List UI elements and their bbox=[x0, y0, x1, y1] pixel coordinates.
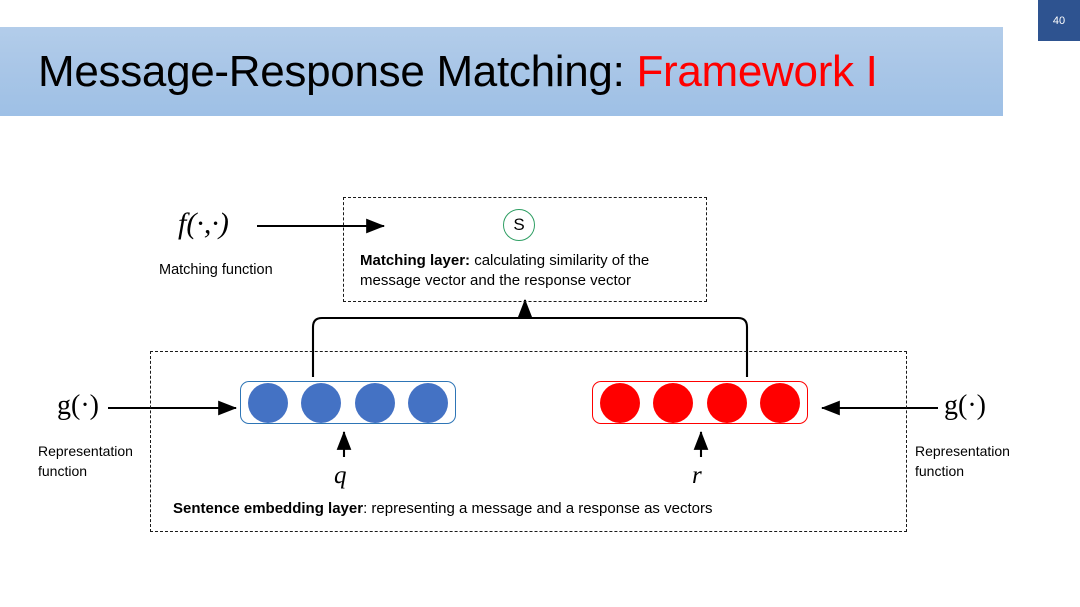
response-vector-node bbox=[706, 382, 747, 423]
message-vector-node bbox=[407, 382, 448, 423]
embedding-layer-description: Sentence embedding layer: representing a… bbox=[173, 500, 712, 517]
message-vector-node bbox=[248, 382, 288, 423]
response-vector-node bbox=[600, 382, 640, 423]
matching-layer-box bbox=[343, 197, 707, 302]
response-vector-node bbox=[653, 382, 694, 423]
representation-function-left-caption: Representation function bbox=[38, 443, 133, 479]
sentence-embedding-layer-box bbox=[150, 351, 907, 532]
response-vector-node bbox=[759, 382, 800, 423]
representation-function-right-caption: Representation function bbox=[915, 443, 1010, 479]
matching-layer-description: Matching layer: calculating similarity o… bbox=[360, 251, 694, 290]
page-title-accent: Framework I bbox=[636, 46, 878, 96]
title-banner: Message-Response Matching: Framework I bbox=[0, 27, 1003, 116]
embedding-layer-detail: : representing a message and a response … bbox=[363, 500, 713, 517]
message-vector-symbol: q bbox=[334, 462, 347, 489]
matching-layer-label: Matching layer: bbox=[360, 252, 471, 269]
slide-number-badge: 40 bbox=[1038, 0, 1080, 41]
similarity-score-node: S bbox=[503, 209, 535, 241]
page-title: Message-Response Matching: Framework I bbox=[0, 47, 878, 97]
message-vector-node bbox=[354, 382, 395, 423]
matching-function-symbol: f(·,·) bbox=[178, 207, 229, 240]
representation-function-left-symbol: g(·) bbox=[57, 390, 99, 421]
message-vector-node bbox=[301, 382, 342, 423]
message-vector-box bbox=[240, 381, 456, 424]
matching-function-caption: Matching function bbox=[159, 262, 273, 278]
representation-function-right-symbol: g(·) bbox=[944, 390, 986, 421]
response-vector-box bbox=[592, 381, 808, 424]
page-title-main: Message-Response Matching: bbox=[38, 46, 637, 96]
matching-layer-detail: calculating similarity of the message ve… bbox=[360, 252, 650, 289]
response-vector-symbol: r bbox=[692, 462, 702, 489]
embedding-layer-label: Sentence embedding layer bbox=[173, 500, 364, 517]
